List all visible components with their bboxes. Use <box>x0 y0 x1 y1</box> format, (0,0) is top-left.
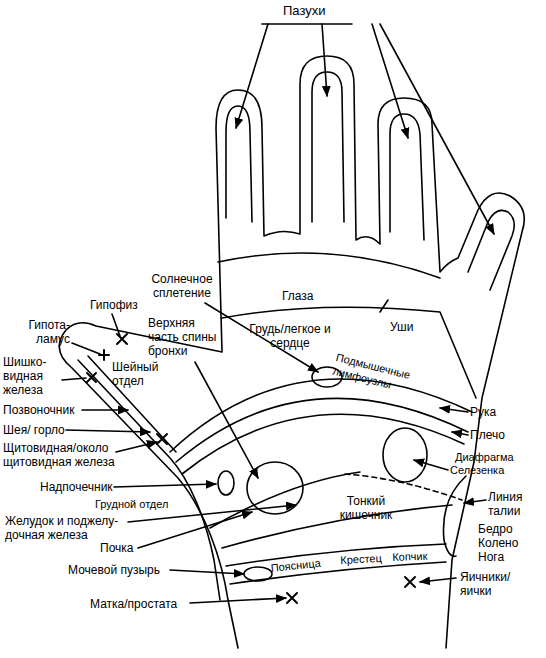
zone-line <box>182 414 464 474</box>
zone-label: Глаза <box>282 289 314 303</box>
zone-label: Матка/простата <box>90 597 177 611</box>
hand-outline <box>59 56 524 648</box>
zone-line <box>218 253 440 278</box>
finger-zone <box>468 210 514 290</box>
zone-line <box>226 544 446 566</box>
zone-line <box>222 307 476 398</box>
spine-line <box>88 356 176 452</box>
zone-line <box>210 472 360 528</box>
leader-line <box>62 378 86 380</box>
zone-label: Копчик <box>392 549 428 564</box>
leader-line <box>116 442 157 452</box>
zone-label: Селезенка <box>450 463 504 477</box>
point-mark <box>117 334 127 344</box>
zone-label: Гипофиз <box>90 298 138 312</box>
zone-line <box>380 300 388 312</box>
leader-line <box>82 409 128 411</box>
finger-zone <box>226 106 252 222</box>
zone-label: Шейный отдел <box>112 360 164 388</box>
zone-label: Подмышечные лимфоузлы <box>331 350 419 397</box>
zone-label: Линия талии <box>488 490 536 518</box>
leader-line <box>195 362 258 478</box>
zone-label: Надпочечник <box>40 480 113 494</box>
leader-line <box>414 460 448 470</box>
zone-label: Позвоночник <box>3 403 74 417</box>
zone-label: Шея/ горло <box>3 423 65 437</box>
leader-line <box>72 343 100 354</box>
zone-label: Шишко- видная железа <box>3 355 53 397</box>
zone-label: Диафрагма <box>455 450 514 464</box>
zone-label: Уши <box>390 320 413 334</box>
zone-label: Желудок и поджелу- дочная железа <box>5 514 131 542</box>
leader-line <box>236 24 268 128</box>
zone-label: Бедро Колено Нога <box>478 522 528 564</box>
zone-label: Пазухи <box>283 4 326 18</box>
zone-label: Яичники/ яички <box>460 570 522 598</box>
zone-label: Щитовидная/около щитовидная железа <box>3 441 117 469</box>
leader-line <box>114 484 216 487</box>
leader-line <box>322 24 327 96</box>
zone-label: Крестец <box>340 551 382 567</box>
zone-label: Солнечное сплетение <box>140 272 224 300</box>
leader-line <box>170 570 244 574</box>
zone-oval <box>244 567 272 581</box>
leader-line <box>262 23 352 25</box>
leader-line <box>420 578 456 582</box>
zone-label: Рука <box>470 405 496 419</box>
point-mark <box>157 434 167 444</box>
zone-oval <box>383 428 427 482</box>
leader-line <box>380 24 494 234</box>
point-mark <box>99 350 109 360</box>
zone-label: Почка <box>100 541 133 555</box>
leader-line <box>138 512 252 548</box>
zone-label: Грудной отдел <box>95 497 168 511</box>
leader-line <box>190 598 286 603</box>
leader-line <box>66 430 150 432</box>
leader-line <box>452 432 468 435</box>
zone-oval <box>218 471 234 495</box>
zone-label: Мочевой пузырь <box>68 563 160 577</box>
zone-label: Гипота- ламус <box>16 318 70 346</box>
leader-line <box>440 408 468 412</box>
zone-label: Плечо <box>470 428 505 442</box>
zone-label: Тонкий кишечник <box>330 494 402 522</box>
finger-zone <box>312 72 344 222</box>
zone-label: Верхняя часть спины бронхи <box>148 316 224 358</box>
leader-line <box>112 314 120 336</box>
zone-oval <box>443 476 466 556</box>
point-mark <box>87 373 96 382</box>
point-mark <box>405 577 415 587</box>
leader-line <box>464 500 486 503</box>
point-mark <box>287 593 297 603</box>
zone-line <box>230 562 446 584</box>
zone-label: Грудь/легкое и сердце <box>242 322 338 350</box>
zone-line <box>222 505 452 548</box>
